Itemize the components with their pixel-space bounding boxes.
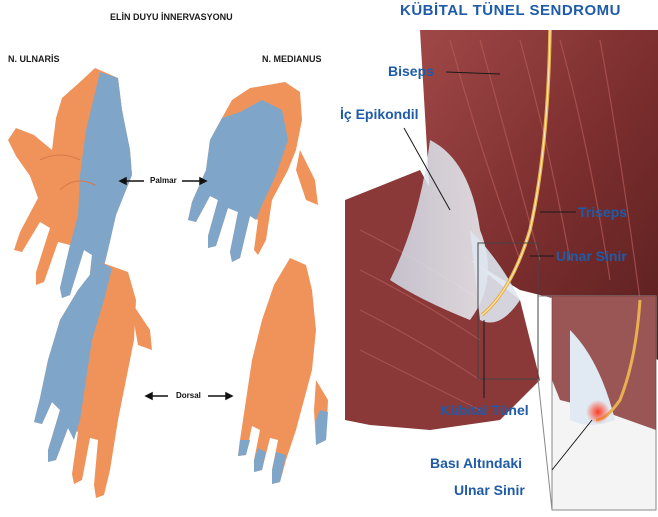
elbow-anatomy — [343, 25, 658, 517]
median-nerve-label: N. MEDIANUS — [262, 54, 322, 64]
right-panel-title: KÜBİTAL TÜNEL SENDROMU — [400, 2, 621, 19]
dorsal-label: Dorsal — [176, 391, 201, 400]
ic-epikondil-label: İç Epikondil — [340, 106, 419, 122]
ulnar-nerve-label: N. ULNARİS — [8, 54, 60, 64]
biseps-label: Biseps — [388, 63, 434, 79]
palmar-label: Palmar — [150, 176, 177, 185]
dorsal-median-hand — [238, 258, 328, 484]
basi-ulnar-sinir-label: Ulnar Sinir — [454, 482, 525, 498]
left-panel-title: ELİN DUYU İNNERVASYONU — [110, 12, 233, 22]
palmar-ulnar-hand — [8, 68, 132, 300]
dorsal-ulnar-hand — [34, 262, 152, 498]
kubital-tunel-label: Kübital Tünel — [440, 402, 529, 418]
palmar-median-hand — [188, 82, 318, 262]
ulnar-sinir-label: Ulnar Sinir — [556, 248, 627, 264]
triseps-label: Triseps — [578, 204, 627, 220]
basi-altindaki-label: Bası Altındaki — [430, 455, 522, 471]
